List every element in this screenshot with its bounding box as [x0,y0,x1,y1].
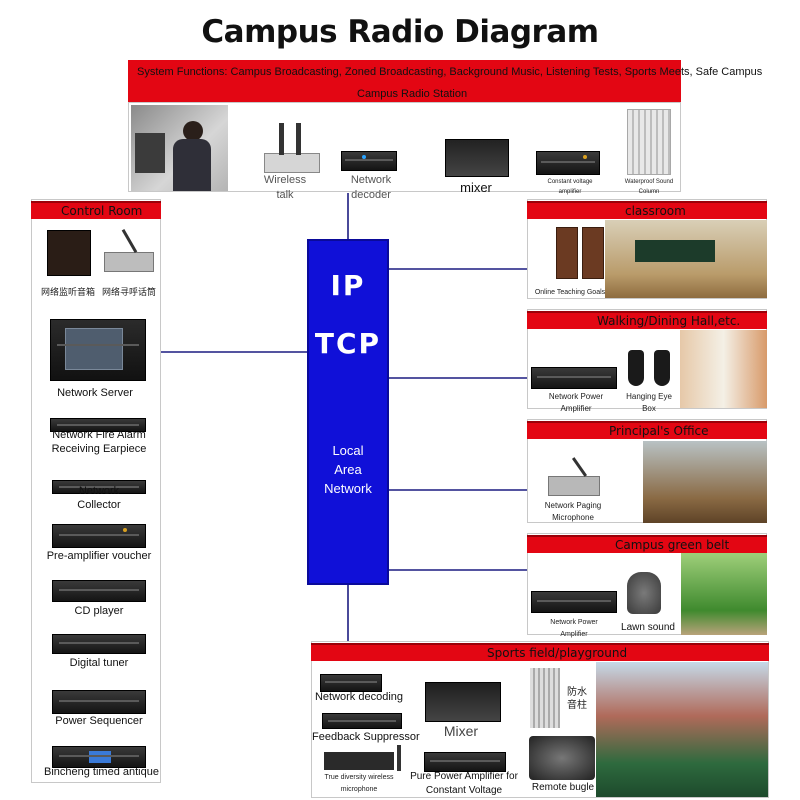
network-server-label: Network Server [57,387,133,399]
classroom-header: classroom [527,201,767,219]
mixer-icon [445,139,509,177]
principal-header: Principal's Office [527,421,767,439]
timed-player-icon [52,746,146,768]
walking-header: Walking/Dining Hall,etc. [527,311,767,329]
principal-title: Principal's Office [609,424,709,438]
green-photo [681,553,767,635]
network-speaker-label: 网络监听音箱 [40,287,95,297]
station-title: Campus Radio Station [357,88,468,100]
station-photo [131,105,228,191]
fire-alarm-icon [50,418,146,432]
remote-bugle-label: Remote bugle [531,782,595,793]
power-sequencer-icon [52,690,146,714]
ip-label: IP [330,269,366,302]
office-photo [643,441,767,523]
network-speaker-icon [47,230,91,276]
waterproof-sound-column-icon [627,109,671,175]
green-amplifier-icon [531,591,617,613]
control-room-header: Control Room [31,201,161,219]
walking-amplifier-icon [531,367,617,389]
feedback-suppressor-icon [322,713,402,729]
hanging-speaker-icon [654,350,670,386]
green-header: Campus green belt [527,535,767,553]
wireless-mic-icon [324,752,394,770]
preamplifier-label: Pre-amplifier voucher [46,550,152,562]
tcp-label: TCP [314,327,382,360]
cd-player-icon [52,580,146,602]
wireless-receiver-icon [264,153,320,173]
functions-band [128,60,681,102]
walking-title: Walking/Dining Hall,etc. [597,314,741,328]
green-title: Campus green belt [615,538,730,552]
network-server-icon [50,319,146,381]
system-functions-text: System Functions: Campus Broadcasting, Z… [137,66,763,78]
sports-mixer-icon [425,682,501,722]
paging-microphone-icon [548,476,600,496]
classroom-title: classroom [625,204,686,218]
paging-mic-icon [104,252,154,272]
constant-voltage-amplifier-icon [536,151,600,175]
mixer-label: mixer [460,180,492,195]
microphone-icon [397,745,401,771]
control-room-title: Control Room [61,204,143,218]
sports-mixer-label: Mixer [443,723,479,739]
classroom-photo [605,220,767,298]
network-decoder-icon [341,151,397,171]
timed-player-label: Bincheng timed antique [44,766,159,778]
microphone-icon [279,123,284,155]
digital-tuner-label: Digital tuner [69,657,129,669]
playground-photo [596,662,768,797]
lawn-sound-label: Lawn sound [621,622,675,633]
sports-title: Sports field/playground [487,646,628,660]
hanging-speaker-icon [628,350,644,386]
corridor-photo [680,330,767,408]
digital-tuner-icon [52,634,146,654]
waterproof-column-label: 防水音柱 [567,687,587,711]
lawn-speaker-icon [627,572,661,614]
microphone-icon [296,123,301,155]
network-decoding-icon [320,674,382,692]
preamplifier-icon [52,524,146,548]
network-collector-icon [52,480,146,494]
remote-bugle-icon [529,736,595,780]
feedback-suppressor-label: Feedback Suppressor [312,731,420,743]
waterproof-column-icon [530,668,560,728]
network-decoding-label: Network decoding [314,691,404,703]
power-sequencer-label: Power Sequencer [55,715,143,727]
diagram-title: Campus Radio Diagram [201,14,599,50]
speaker-pair-icon [556,227,578,279]
cd-player-label: CD player [74,605,124,617]
paging-mic-label: 网络寻呼话筒 [101,287,156,297]
speaker-pair-icon [582,227,604,279]
sports-header: Sports field/playground [311,643,769,661]
classroom-caption: Online Teaching Goals [534,289,606,296]
power-amp-icon [424,752,506,772]
